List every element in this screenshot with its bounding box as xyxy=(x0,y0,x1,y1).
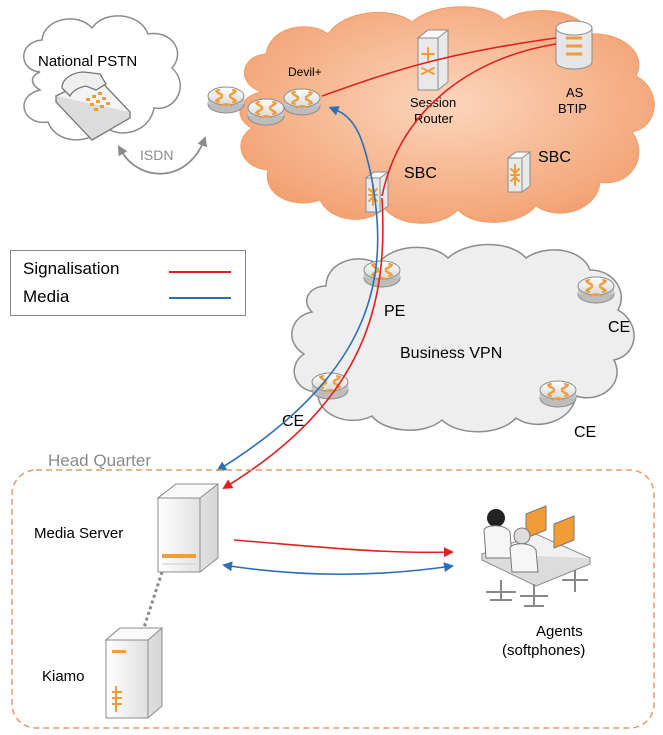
signalisation-arrow-agents xyxy=(233,539,454,558)
devil-router-icon-2 xyxy=(246,97,286,127)
media-server-icon xyxy=(156,483,220,573)
media-path-devil-server xyxy=(216,106,379,472)
kiamo-label: Kiamo xyxy=(42,668,85,685)
media-arrow-agents xyxy=(222,561,454,576)
agents-label-2: (softphones) xyxy=(502,642,585,659)
ce-right-top-label: CE xyxy=(608,319,630,336)
vpn-cloud xyxy=(291,243,635,433)
ce-router-icon-right-top xyxy=(576,275,616,305)
sbc-right-icon xyxy=(507,151,531,193)
isdn-label: ISDN xyxy=(140,147,173,163)
head-quarter-box xyxy=(11,469,655,729)
legend-signalisation-swatch xyxy=(169,271,231,273)
pe-label: PE xyxy=(384,303,405,320)
pstn-cloud-label: National PSTN xyxy=(38,53,137,70)
kiamo-server-icon xyxy=(104,627,164,719)
vpn-cloud-label: Business VPN xyxy=(400,345,502,362)
signalisation-path-devil-as xyxy=(321,37,557,97)
sbc-left-label: SBC xyxy=(404,165,437,182)
legend-signalisation-label: Signalisation xyxy=(23,259,120,278)
devil-router-icon-3 xyxy=(282,87,322,117)
sbc-left-icon xyxy=(365,171,389,213)
session-router-label-2: Router xyxy=(414,111,454,126)
as-label-2: BTIP xyxy=(558,101,587,116)
isdn-arrow xyxy=(117,136,207,175)
session-router-icon xyxy=(416,29,450,91)
pe-router-icon xyxy=(362,259,402,289)
ce-right-bottom-label: CE xyxy=(574,424,596,441)
ce-router-icon-left xyxy=(310,371,350,401)
legend-media-label: Media xyxy=(23,287,70,306)
as-label-1: AS xyxy=(566,85,584,100)
sbc-right-label: SBC xyxy=(538,149,571,166)
head-quarter-label: Head Quarter xyxy=(48,451,151,470)
media-server-label: Media Server xyxy=(34,525,123,542)
legend: Signalisation Media xyxy=(10,250,246,316)
database-icon xyxy=(555,20,593,70)
legend-media-swatch xyxy=(169,297,231,299)
agents-label-1: Agents xyxy=(536,623,583,640)
signalisation-path-as-sbc xyxy=(381,43,557,197)
devil-router-icon-1 xyxy=(206,85,246,115)
agents-icon xyxy=(480,505,592,607)
ce-router-icon-right-bottom xyxy=(538,379,578,409)
telephone-icon xyxy=(54,71,132,141)
devil-label: Devil+ xyxy=(288,65,322,79)
